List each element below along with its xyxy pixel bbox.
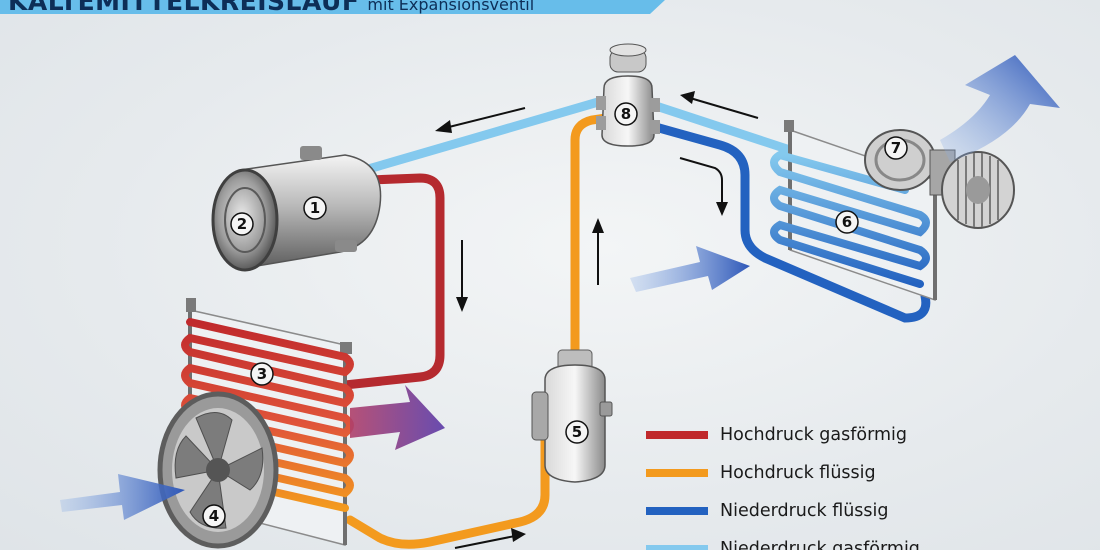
title-banner <box>0 0 665 14</box>
label-7: 7 <box>884 136 908 160</box>
warm-air-arrow <box>350 385 445 450</box>
svg-text:4: 4 <box>209 507 219 525</box>
svg-text:6: 6 <box>842 213 852 231</box>
legend-swatch <box>646 469 708 477</box>
svg-text:8: 8 <box>621 105 631 123</box>
flow-arrow-discharge <box>456 240 468 312</box>
legend-item-low-pressure-gas: Niederdruck gasförmig <box>646 534 920 550</box>
blower <box>864 129 1015 229</box>
svg-text:7: 7 <box>891 139 901 157</box>
title-row: KÄLTEMITTELKREISLAUF mit Expansionsventil <box>8 0 534 16</box>
legend-item-low-pressure-liquid: Niederdruck flüssig <box>646 496 889 526</box>
flow-arrow-evap-feed <box>679 157 728 216</box>
pipe-high-pressure-liquid-riser <box>570 113 611 365</box>
legend-swatch <box>646 431 708 439</box>
label-6: 6 <box>835 210 859 234</box>
label-4: 4 <box>202 504 226 528</box>
flow-arrows <box>435 91 759 549</box>
label-3: 3 <box>250 362 274 386</box>
pipe-high-pressure-liquid-bottom <box>345 435 550 549</box>
diagram-title: KÄLTEMITTELKREISLAUF <box>8 0 360 16</box>
label-8: 8 <box>614 102 638 126</box>
legend-swatch <box>646 507 708 515</box>
legend-item-high-pressure-liquid: Hochdruck flüssig <box>646 458 876 488</box>
intake-air-arrow <box>60 474 185 520</box>
label-2: 2 <box>230 212 254 236</box>
legend-label: Hochdruck gasförmig <box>720 425 908 445</box>
svg-text:3: 3 <box>257 365 267 383</box>
legend-label: Niederdruck gasförmig <box>720 539 920 550</box>
legend-label: Hochdruck flüssig <box>720 463 876 483</box>
diagram-subtitle: mit Expansionsventil <box>367 0 535 14</box>
legend-item-high-pressure-gas: Hochdruck gasförmig <box>646 420 907 450</box>
pipe-low-pressure-gas-suction <box>360 95 610 175</box>
expansion-valve <box>596 43 660 147</box>
evaporator-intake-arrow <box>630 246 750 292</box>
compressor <box>211 146 382 272</box>
legend-label: Niederdruck flüssig <box>720 501 889 521</box>
flow-arrow-riser <box>592 218 604 285</box>
svg-text:2: 2 <box>237 215 247 233</box>
cabin-air-arrow <box>940 55 1060 162</box>
label-1: 1 <box>303 196 327 220</box>
flow-arrow-suction <box>435 107 526 133</box>
svg-text:1: 1 <box>310 199 320 217</box>
pipe-high-pressure-gas <box>340 173 445 390</box>
flow-arrow-evap-return <box>680 91 759 119</box>
condenser-fan <box>157 391 279 549</box>
pipe-low-pressure-liquid <box>647 121 931 323</box>
legend-swatch <box>646 545 708 550</box>
label-5: 5 <box>565 420 589 444</box>
svg-text:5: 5 <box>572 423 582 441</box>
flow-arrow-liquid-bottom <box>454 528 526 549</box>
